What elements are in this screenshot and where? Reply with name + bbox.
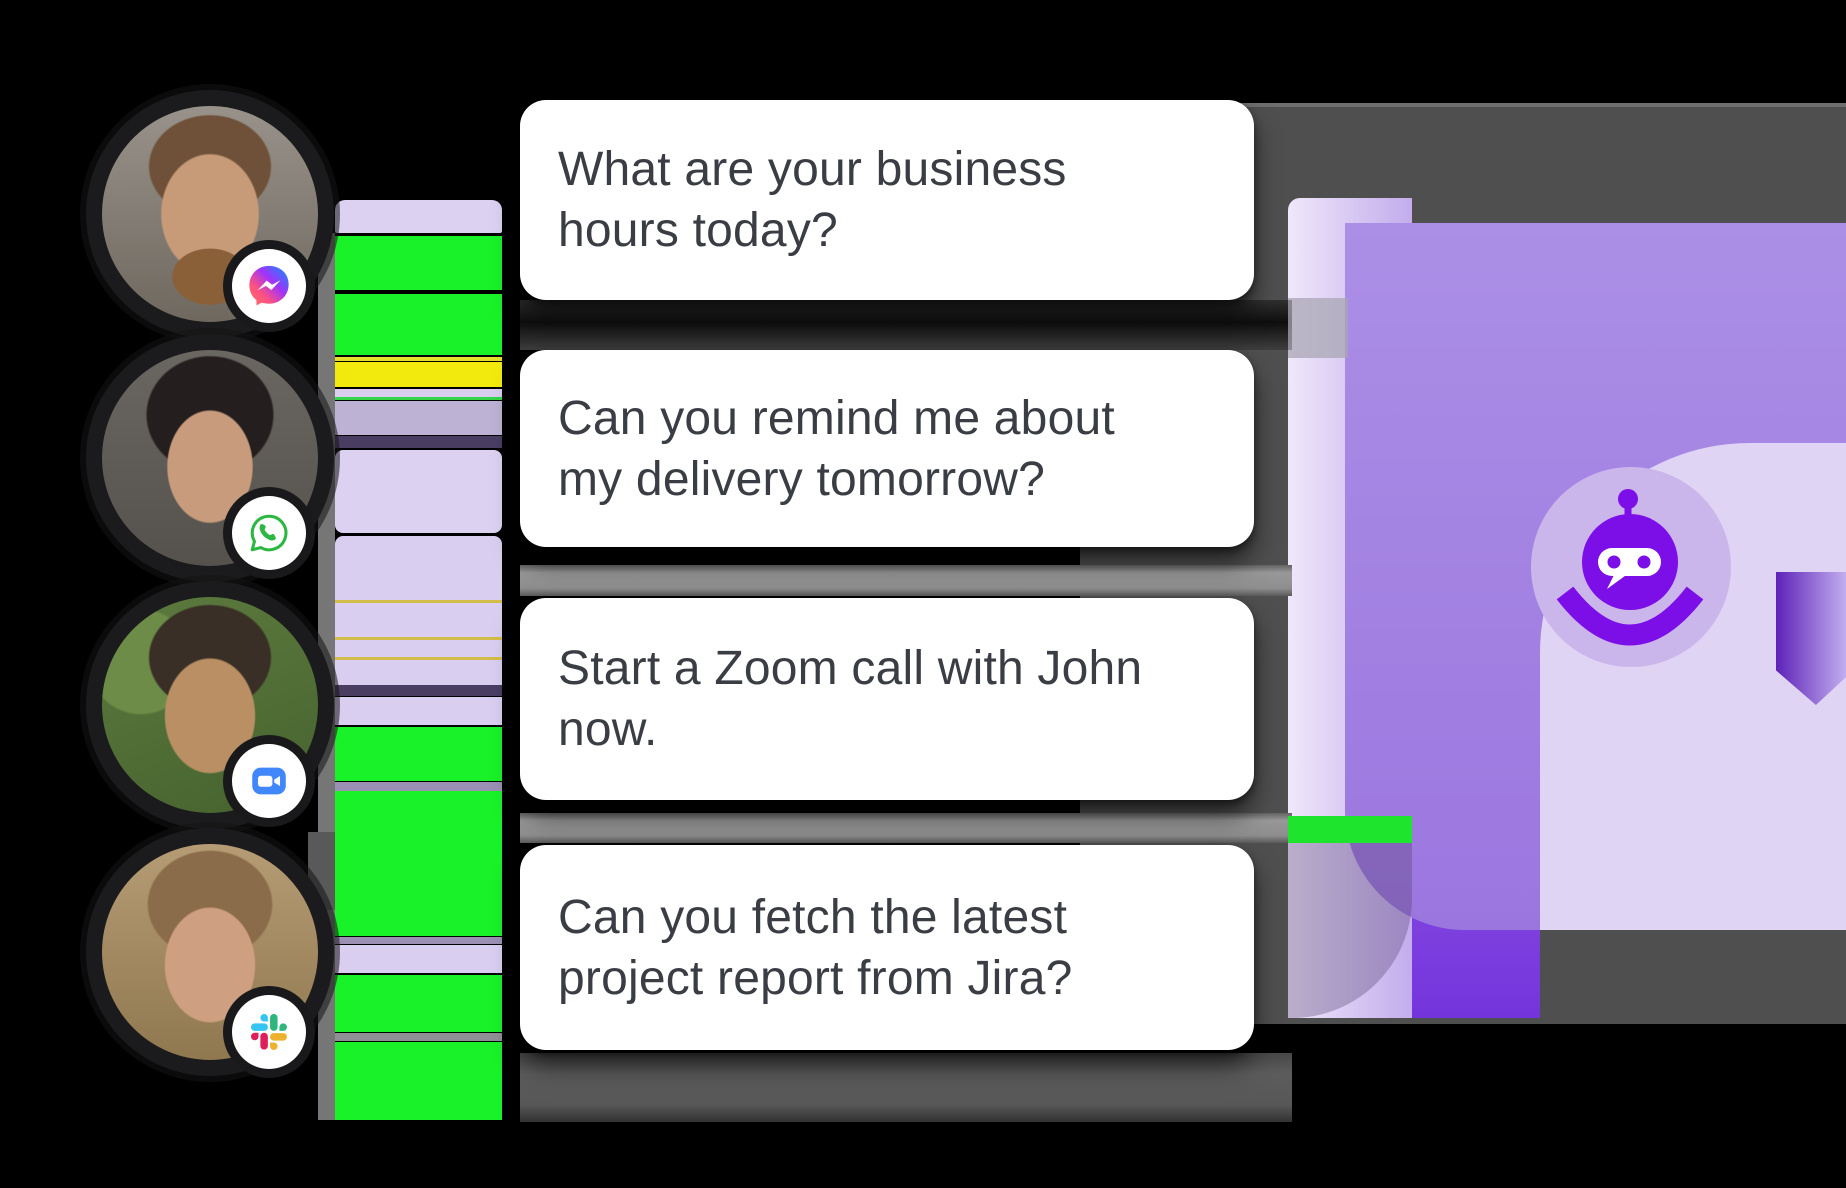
- zoom-icon: [252, 767, 286, 795]
- strip-segment: [335, 697, 502, 725]
- strip-segment: [335, 727, 502, 781]
- connector-band-1: [520, 300, 1292, 350]
- strip-segment: [335, 1042, 502, 1120]
- strip-segment: [335, 536, 502, 685]
- message-text: my delivery tomorrow?: [558, 452, 1045, 506]
- message-bubble-3: Start a Zoom call with John now.: [520, 598, 1254, 800]
- robot-icon: [1556, 489, 1704, 646]
- message-text: Can you fetch the latest: [558, 890, 1068, 944]
- platform-badge-slack: [232, 995, 306, 1069]
- strip-segment: [335, 200, 502, 233]
- message-text: What are your business: [558, 143, 1067, 196]
- robot-smile-arc: [1556, 586, 1704, 646]
- whatsapp-icon: [250, 514, 288, 552]
- message-text: now.: [558, 703, 658, 756]
- strip-segment: [335, 937, 502, 944]
- robot-antenna-ball: [1618, 489, 1638, 509]
- platform-badge-whatsapp: [232, 496, 306, 570]
- robot-eye-right: [1637, 555, 1651, 569]
- message-bubble-4: Can you fetch the latest project report …: [520, 845, 1254, 1050]
- strip-segment: [335, 945, 502, 973]
- stream-crossing-gray: [1288, 298, 1348, 358]
- strip-segment: [335, 782, 502, 791]
- signal-strip: [308, 0, 502, 1188]
- strip-segment: [335, 362, 502, 387]
- strip-segment: [335, 294, 502, 355]
- strip-segment: [335, 685, 502, 696]
- strip-segment: [335, 791, 502, 936]
- strip-segment: [335, 450, 502, 533]
- connector-band-3: [520, 813, 1292, 843]
- strip-segment: [335, 397, 502, 400]
- strip-segment: [335, 975, 502, 1032]
- strip-segment: [335, 657, 502, 660]
- stream-crossing-green: [1288, 816, 1412, 843]
- slack-icon: [251, 1014, 287, 1050]
- strip-segment: [335, 1033, 502, 1041]
- strip-segment: [335, 357, 502, 361]
- strip-segment: [335, 389, 502, 397]
- message-text: Start a Zoom call with John: [558, 642, 1143, 695]
- message-text: Can you remind me about: [558, 391, 1115, 445]
- message-bubble-2: Can you remind me about my delivery tomo…: [520, 350, 1254, 547]
- robot-antenna-stem: [1624, 505, 1632, 521]
- robot-visor-tail: [1607, 573, 1629, 589]
- strip-segment: [335, 236, 502, 290]
- robot-visor: [1598, 548, 1661, 576]
- message-text: project report from Jira?: [558, 951, 1073, 1005]
- message-text: hours today?: [558, 204, 838, 257]
- connector-band-2: [520, 565, 1292, 596]
- platform-badge-messenger: [232, 249, 306, 323]
- message-bubble-1: What are your business hours today?: [520, 100, 1254, 300]
- platform-badge-zoom: [232, 744, 306, 818]
- strip-segment: [335, 637, 502, 640]
- strip-segment: [335, 600, 502, 603]
- connector-band-4: [520, 1053, 1292, 1122]
- strip-segment: [335, 436, 502, 448]
- strip-edge-block: [308, 832, 335, 910]
- robot-eye-left: [1607, 555, 1621, 569]
- strip-edge-bar: [318, 233, 335, 1120]
- messenger-icon: [249, 265, 289, 306]
- strip-segment: [335, 401, 502, 435]
